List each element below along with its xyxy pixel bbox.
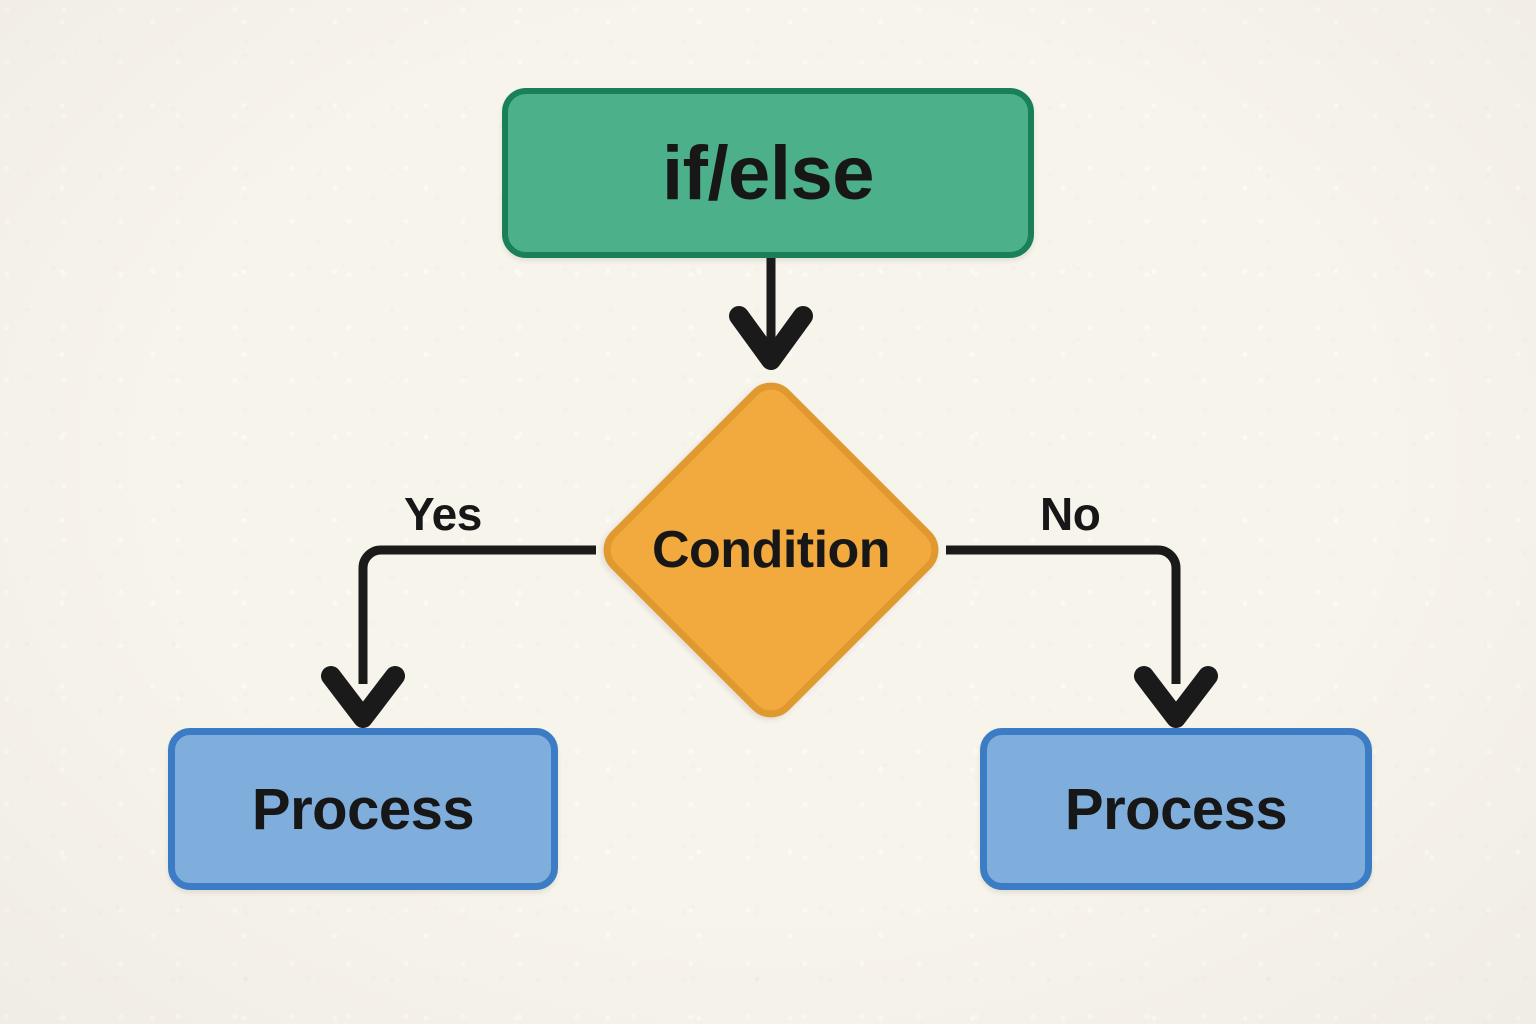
edge-decision-to-process-no	[946, 545, 1218, 728]
node-start-label: if/else	[662, 130, 874, 216]
edge-start-to-decision	[729, 256, 813, 370]
node-start-if-else[interactable]: if/else	[502, 88, 1034, 258]
edge-decision-to-process-yes-line	[358, 545, 596, 684]
edge-decision-to-process-no-line	[946, 545, 1181, 684]
edge-label-yes: Yes	[404, 488, 482, 540]
edge-start-to-decision-arrowhead	[729, 306, 813, 370]
edge-decision-to-process-yes-arrowhead	[321, 666, 405, 728]
node-decision-label: Condition	[651, 521, 891, 579]
node-process-no-label: Process	[1064, 776, 1288, 842]
edge-decision-to-process-yes	[321, 545, 596, 728]
node-process-no[interactable]: Process	[980, 728, 1372, 890]
edge-label-no: No	[1040, 488, 1101, 540]
edge-decision-to-process-no-arrowhead	[1134, 666, 1218, 728]
node-process-yes[interactable]: Process	[168, 728, 558, 890]
node-process-yes-label: Process	[251, 776, 475, 842]
